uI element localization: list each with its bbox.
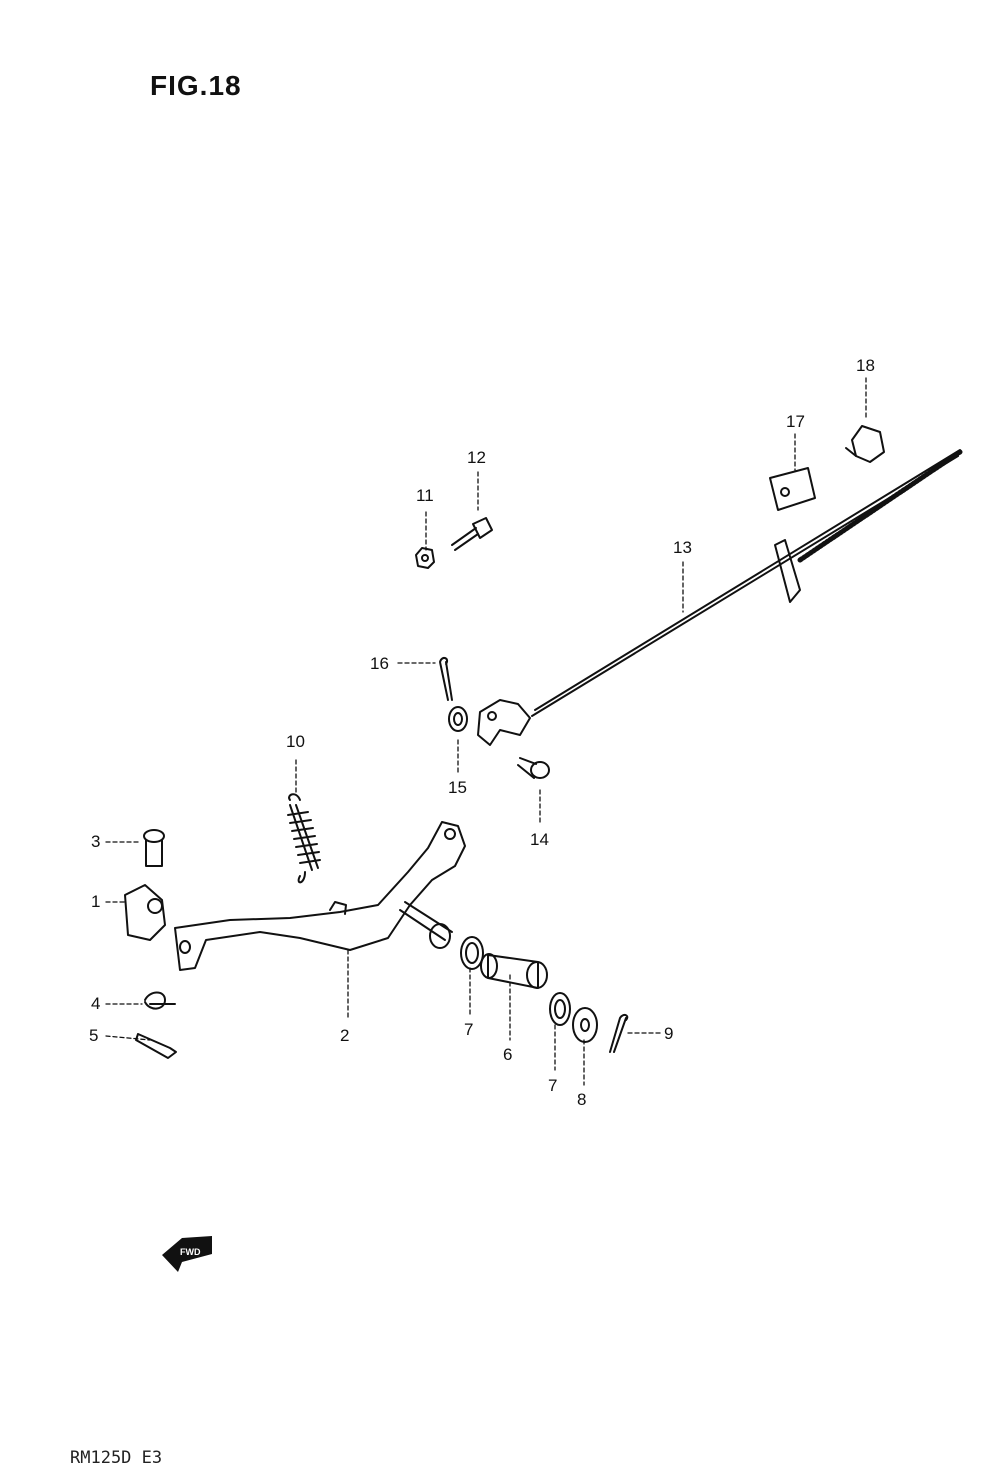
cotter-pin-16-part <box>439 656 453 701</box>
callout-11: 11 <box>416 486 434 505</box>
callout-7b: 7 <box>548 1076 558 1095</box>
callout-7a: 7 <box>464 1020 474 1039</box>
callout-8: 8 <box>577 1090 587 1109</box>
bushing-part <box>480 953 548 989</box>
washer-7b-part <box>549 992 571 1026</box>
cotter-pin-5-part <box>135 1033 177 1059</box>
bracket-part <box>124 884 166 941</box>
spring-small-part <box>144 991 176 1010</box>
callout-1: 1 <box>91 892 101 911</box>
nut-part <box>415 547 435 569</box>
callout-16: 16 <box>370 654 389 673</box>
callout-13: 13 <box>673 538 692 557</box>
clevis-pin-part <box>517 757 550 779</box>
brake-pedal-part <box>174 821 466 971</box>
callout-12: 12 <box>467 448 486 467</box>
bolt-part <box>451 517 493 551</box>
callout-9: 9 <box>664 1024 674 1043</box>
callout-15: 15 <box>448 778 467 797</box>
return-spring-part <box>287 793 321 884</box>
callout-5: 5 <box>89 1026 99 1045</box>
callout-2: 2 <box>340 1026 350 1045</box>
washer-15-part <box>448 706 468 732</box>
model-code: RM125D E3 <box>70 1448 163 1468</box>
joint-part <box>769 467 816 511</box>
pivot-bolt-part <box>143 829 165 867</box>
callout-18: 18 <box>856 356 875 375</box>
adjuster-nut-part <box>845 425 885 463</box>
leader-lines <box>105 377 867 1086</box>
forward-arrow-icon: FWD <box>162 1236 212 1272</box>
washer-7a-part <box>460 936 484 970</box>
callout-10: 10 <box>286 732 305 751</box>
callout-14: 14 <box>530 830 549 849</box>
callout-17: 17 <box>786 412 805 431</box>
cotter-pin-9-part <box>609 1013 629 1053</box>
callout-4: 4 <box>91 994 101 1013</box>
fwd-label: FWD <box>180 1247 201 1257</box>
flat-washer-part <box>572 1007 598 1043</box>
figure-title: FIG.18 <box>150 70 242 101</box>
brake-rod-part <box>477 449 963 746</box>
callout-3: 3 <box>91 832 101 851</box>
callout-6: 6 <box>503 1045 513 1064</box>
